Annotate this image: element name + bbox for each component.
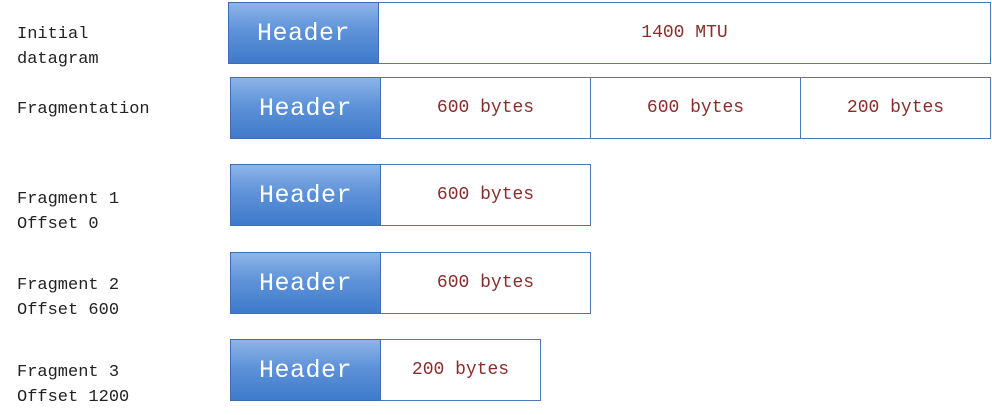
fragment-1-label: Fragment 1 Offset 0 bbox=[17, 190, 120, 234]
payload-block: 600 bytes bbox=[591, 77, 801, 139]
payload-block: 600 bytes bbox=[381, 77, 591, 139]
fragmentation-label: Fragmentation bbox=[17, 100, 150, 119]
header-block: Header bbox=[230, 164, 381, 226]
payload-block: 200 bytes bbox=[381, 339, 541, 401]
payload-block: 1400 MTU bbox=[379, 2, 991, 64]
fragment-2-label: Fragment 2 Offset 600 bbox=[17, 276, 120, 320]
fragmentation-bar: Header 600 bytes 600 bytes 200 bytes bbox=[230, 77, 991, 139]
fragment-1-bar: Header 600 bytes bbox=[230, 164, 591, 226]
fragment-3-label: Fragment 3 Offset 1200 bbox=[17, 363, 130, 407]
payload-block: 600 bytes bbox=[381, 164, 591, 226]
fragment-3-bar: Header 200 bytes bbox=[230, 339, 541, 401]
header-block: Header bbox=[230, 252, 381, 314]
header-block: Header bbox=[228, 2, 379, 64]
header-block: Header bbox=[230, 339, 381, 401]
initial-datagram-label: Initial datagram bbox=[17, 25, 99, 69]
payload-block: 600 bytes bbox=[381, 252, 591, 314]
payload-block: 200 bytes bbox=[801, 77, 991, 139]
header-block: Header bbox=[230, 77, 381, 139]
initial-datagram-bar: Header 1400 MTU bbox=[228, 2, 991, 64]
fragment-2-bar: Header 600 bytes bbox=[230, 252, 591, 314]
